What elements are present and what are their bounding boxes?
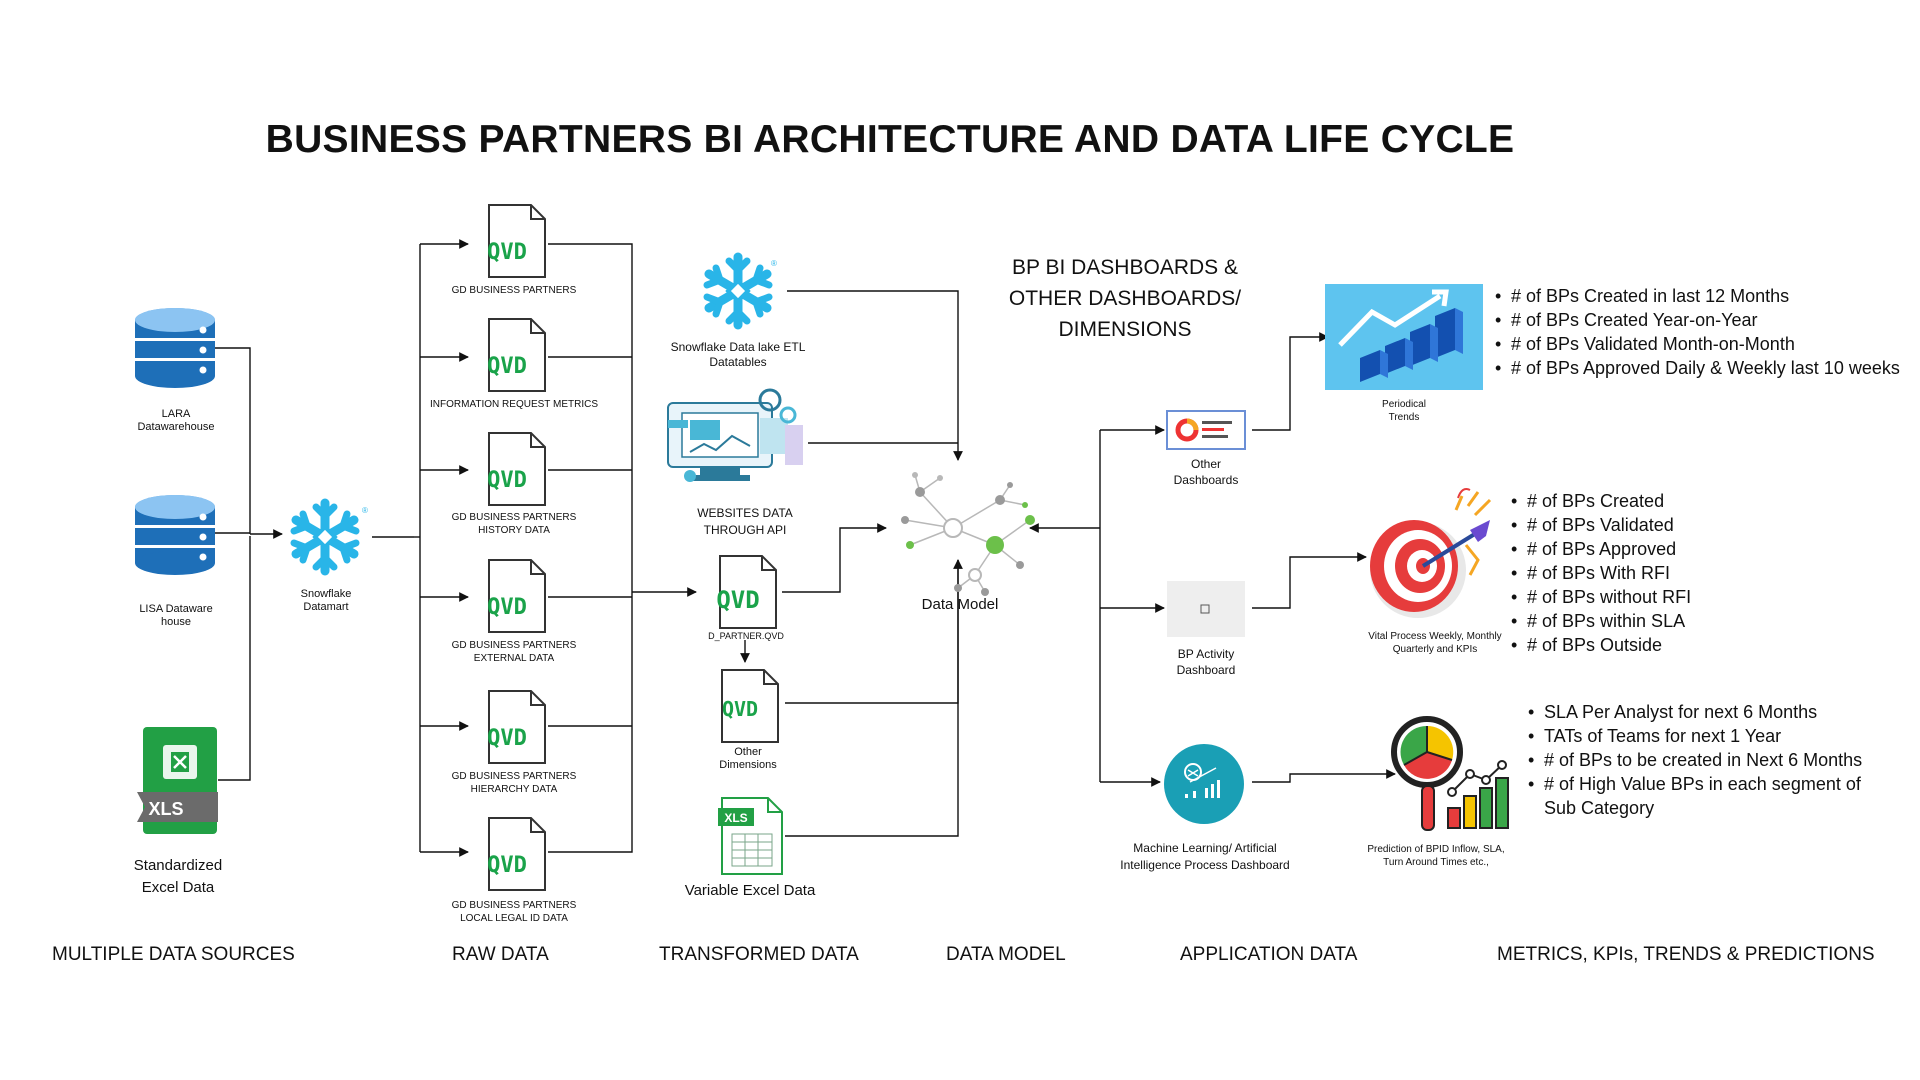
other-dashboards-icon bbox=[1166, 410, 1246, 450]
websites-data-icon bbox=[667, 388, 803, 482]
ml-ai-dashboard-icon bbox=[1164, 744, 1244, 824]
stage-label-metrics: METRICS, KPIs, TRENDS & PREDICTIONS bbox=[1497, 944, 1875, 965]
periodical-metrics-list: # of BPs Created in last 12 Months # of … bbox=[1495, 284, 1900, 380]
data-model-label: Data Model bbox=[921, 596, 999, 613]
stage-label-transformed: TRANSFORMED DATA bbox=[659, 944, 859, 965]
svg-text:®: ® bbox=[771, 259, 777, 268]
svg-text:QVD: QVD bbox=[487, 354, 527, 379]
svg-text:QVD: QVD bbox=[487, 595, 527, 620]
list-item: # of High Value BPs in each segment of bbox=[1528, 772, 1862, 796]
prediction-metrics-list: SLA Per Analyst for next 6 Months TATs o… bbox=[1528, 700, 1862, 820]
metrics-connectors bbox=[1252, 332, 1396, 783]
snowflake-etl-label: Snowflake Data lake ETL Datatables bbox=[670, 340, 806, 369]
page-title: BUSINESS PARTNERS BI ARCHITECTURE AND DA… bbox=[265, 118, 1515, 161]
snowflake-datamart-label: Snowflake Datamart bbox=[300, 588, 352, 613]
raw-label-3: GD BUSINESS PARTNERS HISTORY DATA bbox=[451, 512, 577, 536]
snowflake-datamart-icon bbox=[294, 503, 356, 571]
stage-label-application: APPLICATION DATA bbox=[1180, 944, 1358, 965]
bp-activity-label: BP Activity Dashboard bbox=[1176, 647, 1236, 677]
stage-label-raw: RAW DATA bbox=[452, 944, 549, 965]
vital-caption: Vital Process Weekly, Monthly Quarterly … bbox=[1368, 631, 1502, 655]
svg-text:QVD: QVD bbox=[487, 240, 527, 265]
vital-process-target-icon bbox=[1370, 488, 1492, 618]
lara-label: LARA Datawarehouse bbox=[137, 408, 215, 433]
raw-label-5: GD BUSINESS PARTNERS HIERARCHY DATA bbox=[451, 771, 577, 795]
raw-label-1: GD BUSINESS PARTNERS bbox=[451, 285, 577, 296]
svg-text:®: ® bbox=[362, 506, 368, 515]
list-item: # of BPs Created Year-on-Year bbox=[1495, 308, 1900, 332]
svg-text:QVD: QVD bbox=[487, 468, 527, 493]
lisa-label: LISA Dataware house bbox=[139, 603, 213, 628]
list-item: TATs of Teams for next 1 Year bbox=[1528, 724, 1862, 748]
list-item: # of BPs Approved Daily & Weekly last 10… bbox=[1495, 356, 1900, 380]
list-item: # of BPs to be created in Next 6 Months bbox=[1528, 748, 1862, 772]
raw-fanout-connectors bbox=[372, 239, 469, 857]
excel-label: Standardized Excel Data bbox=[133, 857, 223, 896]
list-item: # of BPs With RFI bbox=[1511, 561, 1691, 585]
excel-icon: XLS bbox=[137, 727, 218, 834]
raw-label-6: GD BUSINESS PARTNERS LOCAL LEGAL ID DATA bbox=[451, 900, 577, 924]
lisa-database-icon bbox=[135, 495, 215, 575]
d-partner-label: D_PARTNER.QVD bbox=[708, 631, 784, 641]
raw-qvd-icons: QVD QVD QVD QVD QVD QVD bbox=[487, 204, 546, 891]
periodical-caption: Periodical Trends bbox=[1382, 399, 1426, 423]
websites-data-label: WEBSITES DATA THROUGH API bbox=[697, 506, 793, 537]
raw-label-2: INFORMATION REQUEST METRICS bbox=[430, 399, 598, 410]
lara-database-icon bbox=[135, 308, 215, 388]
prediction-magnifier-icon bbox=[1391, 716, 1509, 831]
application-fanout-connectors bbox=[1029, 425, 1165, 787]
dashboards-title: BP BI DASHBOARDS & OTHER DASHBOARDS/ DIM… bbox=[1008, 256, 1242, 341]
excel-badge-text: XLS bbox=[148, 799, 183, 819]
raw-label-4: GD BUSINESS PARTNERS EXTERNAL DATA bbox=[451, 640, 577, 664]
other-dashboards-label: Other Dashboards bbox=[1173, 457, 1239, 487]
data-model-network-icon bbox=[901, 472, 1035, 596]
svg-text:XLS: XLS bbox=[724, 811, 747, 825]
snowflake-etl-icon bbox=[707, 257, 769, 325]
prediction-caption: Prediction of BPID Inflow, SLA, Turn Aro… bbox=[1367, 844, 1505, 868]
variable-excel-label: Variable Excel Data bbox=[684, 882, 816, 899]
transformed-connectors bbox=[782, 290, 963, 837]
list-item: # of BPs Outside bbox=[1511, 633, 1691, 657]
list-item-continued: Sub Category bbox=[1544, 798, 1655, 818]
stage-label-data-model: DATA MODEL bbox=[946, 944, 1066, 965]
ml-ai-label: Machine Learning/ Artificial Intelligenc… bbox=[1120, 841, 1290, 872]
svg-text:QVD: QVD bbox=[487, 853, 527, 878]
list-item: # of BPs Approved bbox=[1511, 537, 1691, 561]
bp-activity-dashboard-icon bbox=[1167, 581, 1245, 637]
d-partner-qvd-badge: QVD bbox=[716, 586, 759, 614]
vital-metrics-list: # of BPs Created # of BPs Validated # of… bbox=[1511, 489, 1691, 657]
other-dimensions-qvd-badge: QVD bbox=[722, 697, 758, 721]
list-item: # of BPs within SLA bbox=[1511, 609, 1691, 633]
list-item: # of BPs without RFI bbox=[1511, 585, 1691, 609]
list-item: SLA Per Analyst for next 6 Months bbox=[1528, 700, 1862, 724]
raw-merge-connectors bbox=[548, 243, 697, 853]
stage-label-sources: MULTIPLE DATA SOURCES bbox=[52, 944, 295, 965]
list-item: # of BPs Validated Month-on-Month bbox=[1495, 332, 1900, 356]
svg-text:QVD: QVD bbox=[487, 726, 527, 751]
source-connectors bbox=[215, 347, 283, 781]
list-item: # of BPs Created in last 12 Months bbox=[1495, 284, 1900, 308]
variable-excel-icon: XLS bbox=[718, 797, 783, 875]
other-dimensions-label: Other Dimensions bbox=[719, 746, 777, 771]
list-item: # of BPs Validated bbox=[1511, 513, 1691, 537]
periodical-trends-image bbox=[1325, 284, 1483, 390]
list-item: # of BPs Created bbox=[1511, 489, 1691, 513]
